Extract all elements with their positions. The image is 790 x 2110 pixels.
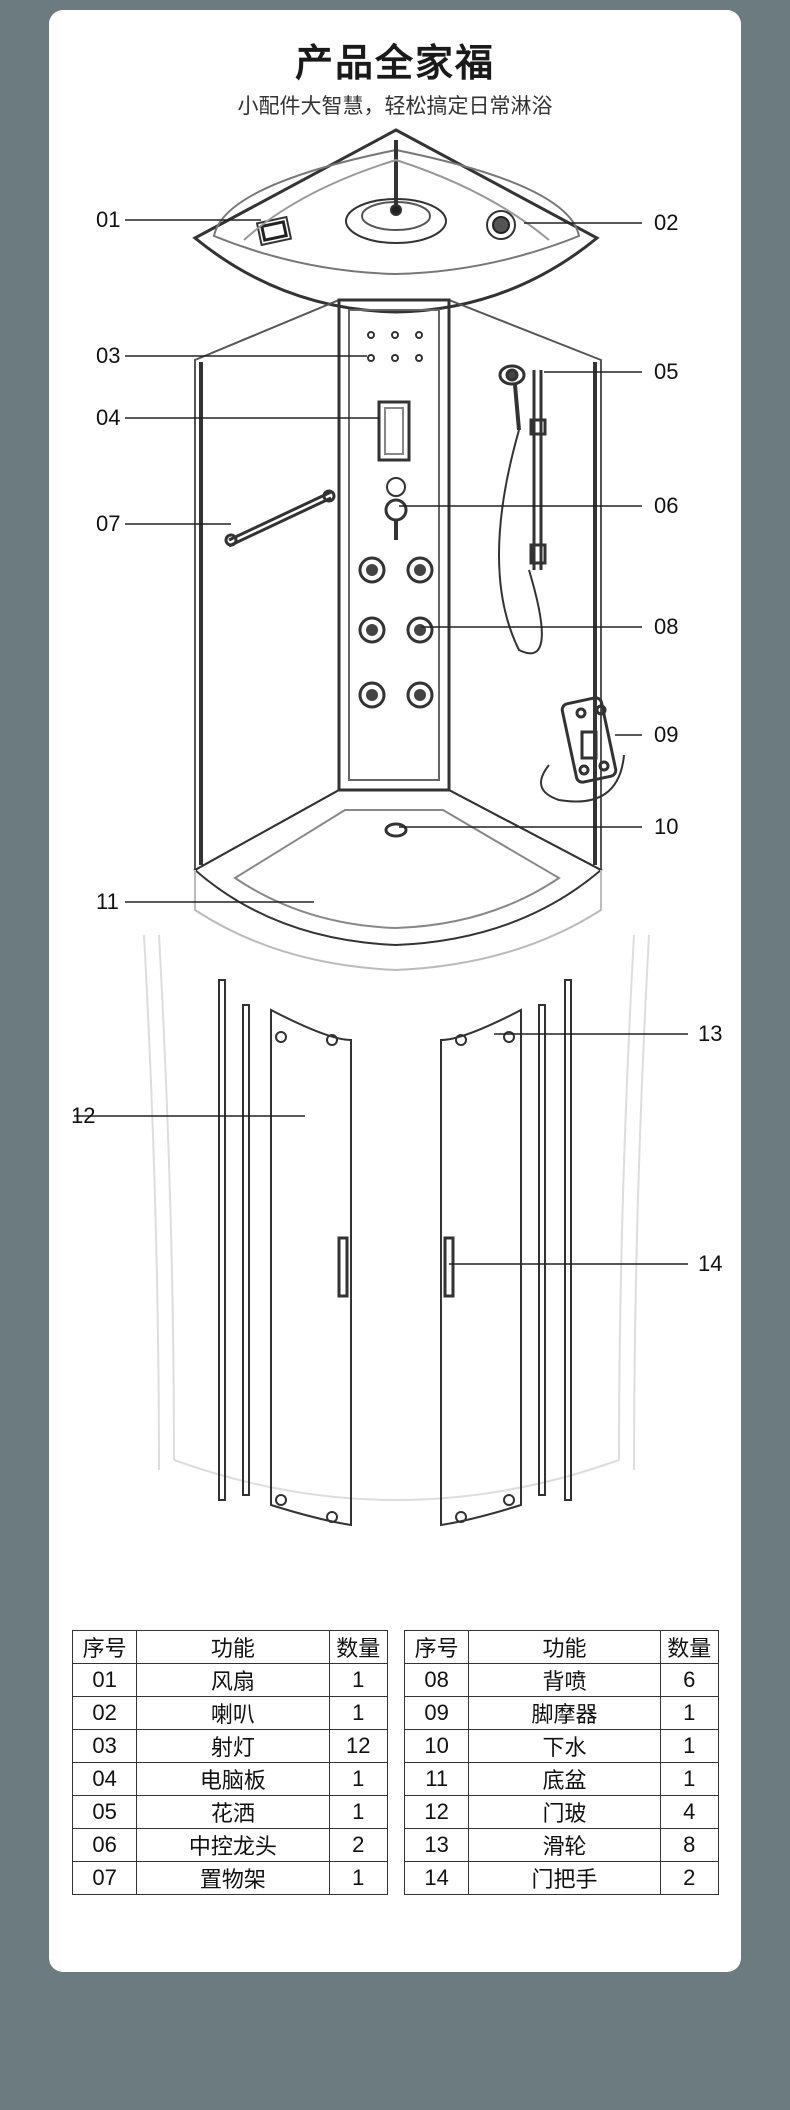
cell-qty: 1 bbox=[328, 1762, 389, 1796]
cell-name: 脚摩器 bbox=[468, 1696, 661, 1730]
hand-shower bbox=[498, 364, 547, 655]
callout-04: 04 bbox=[96, 405, 121, 430]
callout-03: 03 bbox=[96, 343, 121, 368]
door-glass-right bbox=[440, 979, 572, 1527]
header-no: 序号 bbox=[71, 1630, 138, 1664]
cell-name: 门把手 bbox=[468, 1861, 661, 1895]
page-title: 产品全家福 bbox=[294, 43, 495, 85]
header-qty: 数量 bbox=[659, 1630, 720, 1664]
callout-06: 06 bbox=[654, 493, 679, 518]
shelf-rack bbox=[224, 489, 336, 548]
cell-no: 09 bbox=[403, 1696, 470, 1730]
callout-14: 14 bbox=[698, 1251, 723, 1276]
shower-room-diagram bbox=[74, 128, 688, 1527]
shower-tray bbox=[193, 789, 603, 972]
top-canopy bbox=[192, 128, 600, 314]
callout-05: 05 bbox=[654, 359, 679, 384]
cell-qty: 1 bbox=[328, 1795, 389, 1829]
header-no: 序号 bbox=[403, 1630, 470, 1664]
cell-no: 10 bbox=[403, 1729, 470, 1763]
cell-qty: 2 bbox=[659, 1861, 720, 1895]
cell-name: 背喷 bbox=[468, 1663, 661, 1697]
cell-no: 13 bbox=[403, 1828, 470, 1862]
header-function: 功能 bbox=[468, 1630, 661, 1664]
cell-qty: 4 bbox=[659, 1795, 720, 1829]
callout-11: 11 bbox=[96, 889, 119, 914]
cell-name: 花洒 bbox=[136, 1795, 330, 1829]
cell-name: 射灯 bbox=[136, 1729, 330, 1763]
callout-01: 01 bbox=[96, 207, 121, 232]
callout-07: 07 bbox=[96, 511, 121, 536]
cell-qty: 8 bbox=[659, 1828, 720, 1862]
cell-no: 02 bbox=[71, 1696, 138, 1730]
cell-qty: 1 bbox=[328, 1663, 389, 1697]
table-header-row: 序号 功能 数量 bbox=[403, 1630, 720, 1664]
cell-qty: 2 bbox=[328, 1828, 389, 1862]
callout-08: 08 bbox=[654, 614, 679, 639]
cell-name: 中控龙头 bbox=[136, 1828, 330, 1862]
cell-name: 风扇 bbox=[136, 1663, 330, 1697]
cell-qty: 1 bbox=[659, 1729, 720, 1763]
cell-no: 03 bbox=[71, 1729, 138, 1763]
cell-name: 喇叭 bbox=[136, 1696, 330, 1730]
cell-no: 14 bbox=[403, 1861, 470, 1895]
cell-no: 07 bbox=[71, 1861, 138, 1895]
cell-name: 滑轮 bbox=[468, 1828, 661, 1862]
cell-qty: 1 bbox=[659, 1762, 720, 1796]
cell-name: 下水 bbox=[468, 1729, 661, 1763]
cell-name: 底盆 bbox=[468, 1762, 661, 1796]
callout-13: 13 bbox=[698, 1021, 723, 1046]
right-glass-panel bbox=[448, 298, 602, 872]
door-glass-left bbox=[218, 979, 352, 1527]
foot-massager bbox=[540, 696, 625, 803]
cell-qty: 1 bbox=[659, 1696, 720, 1730]
cell-qty: 6 bbox=[659, 1663, 720, 1697]
cell-no: 01 bbox=[71, 1663, 138, 1697]
cell-no: 11 bbox=[403, 1762, 470, 1796]
page-subtitle: 小配件大智慧，轻松搞定日常淋浴 bbox=[237, 95, 553, 118]
centre-column bbox=[337, 298, 451, 792]
cell-name: 电脑板 bbox=[136, 1762, 330, 1796]
cell-name: 置物架 bbox=[136, 1861, 330, 1895]
cell-qty: 1 bbox=[328, 1696, 389, 1730]
cell-qty: 1 bbox=[328, 1861, 389, 1895]
callout-02: 02 bbox=[654, 210, 679, 235]
cell-no: 04 bbox=[71, 1762, 138, 1796]
cell-no: 05 bbox=[71, 1795, 138, 1829]
callout-10: 10 bbox=[654, 814, 679, 839]
callout-09: 09 bbox=[654, 722, 679, 747]
left-glass-panel bbox=[194, 298, 340, 872]
callout-12: 12 bbox=[71, 1103, 96, 1128]
cell-no: 12 bbox=[403, 1795, 470, 1829]
header-qty: 数量 bbox=[328, 1630, 389, 1664]
background-glass bbox=[143, 934, 650, 1501]
header-function: 功能 bbox=[136, 1630, 330, 1664]
cell-no: 08 bbox=[403, 1663, 470, 1697]
table-header-row: 序号 功能 数量 bbox=[71, 1630, 389, 1664]
cell-qty: 12 bbox=[328, 1729, 389, 1763]
cell-no: 06 bbox=[71, 1828, 138, 1862]
cell-name: 门玻 bbox=[468, 1795, 661, 1829]
